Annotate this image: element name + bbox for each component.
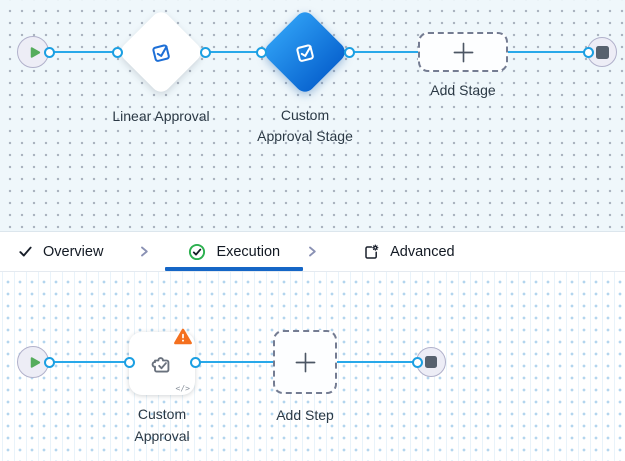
connector-line <box>205 51 261 53</box>
start-node[interactable] <box>17 36 49 68</box>
stage-node-custom-approval-stage[interactable] <box>261 8 349 96</box>
add-step-button[interactable] <box>273 330 337 394</box>
step-label-custom-approval: Custom Approval <box>134 406 190 444</box>
puzzle-check-icon <box>151 356 170 373</box>
stage-node-linear-approval[interactable] <box>117 8 205 96</box>
warning-triangle-icon <box>174 328 192 345</box>
add-step-label: Add Step <box>276 407 334 423</box>
connector-port[interactable] <box>199 46 211 58</box>
play-icon <box>30 46 40 58</box>
connector-port[interactable] <box>255 46 267 58</box>
check-circle-icon <box>189 243 206 260</box>
connector-port[interactable] <box>111 46 123 58</box>
stop-icon <box>425 356 437 368</box>
code-icon: </> <box>175 384 190 393</box>
approval-check-icon <box>295 43 314 62</box>
active-tab-underline <box>165 267 304 271</box>
connector-port[interactable] <box>411 356 423 368</box>
stage-canvas[interactable]: Linear Approval Custom Approval Stage Ad… <box>0 0 625 232</box>
connector-line <box>49 361 129 363</box>
add-stage-label: Add Stage <box>430 82 496 98</box>
tab-bar: Overview Execution <box>0 232 625 272</box>
connector-port[interactable] <box>123 356 135 368</box>
tab-execution[interactable]: Execution <box>165 232 304 271</box>
tab-label: Advanced <box>390 243 455 260</box>
add-stage-button[interactable] <box>418 32 508 72</box>
connector-line <box>49 51 117 53</box>
connector-port[interactable] <box>43 356 55 368</box>
chevron-right-icon <box>137 232 151 271</box>
stage-label-linear-approval: Linear Approval <box>112 108 210 124</box>
connector-port[interactable] <box>189 356 201 368</box>
tab-label: Execution <box>216 243 281 260</box>
tab-label: Overview <box>43 243 104 260</box>
chevron-right-icon <box>305 232 319 271</box>
plus-icon <box>295 352 315 372</box>
play-icon <box>30 356 40 368</box>
plus-icon <box>453 42 473 62</box>
panel-gear-icon <box>365 244 379 259</box>
approval-check-icon <box>151 43 170 62</box>
end-node[interactable] <box>416 347 446 377</box>
tab-advanced[interactable]: Advanced <box>363 232 455 271</box>
connector-port[interactable] <box>343 46 355 58</box>
check-icon <box>19 246 32 257</box>
stage-label-custom-approval-stage: Custom Approval Stage <box>257 107 353 144</box>
tab-overview[interactable]: Overview <box>18 232 103 271</box>
connector-port[interactable] <box>43 46 55 58</box>
stop-icon <box>595 45 609 59</box>
connector-port[interactable] <box>582 46 594 58</box>
step-canvas[interactable]: </> Custom Approval Add Step <box>0 272 625 461</box>
